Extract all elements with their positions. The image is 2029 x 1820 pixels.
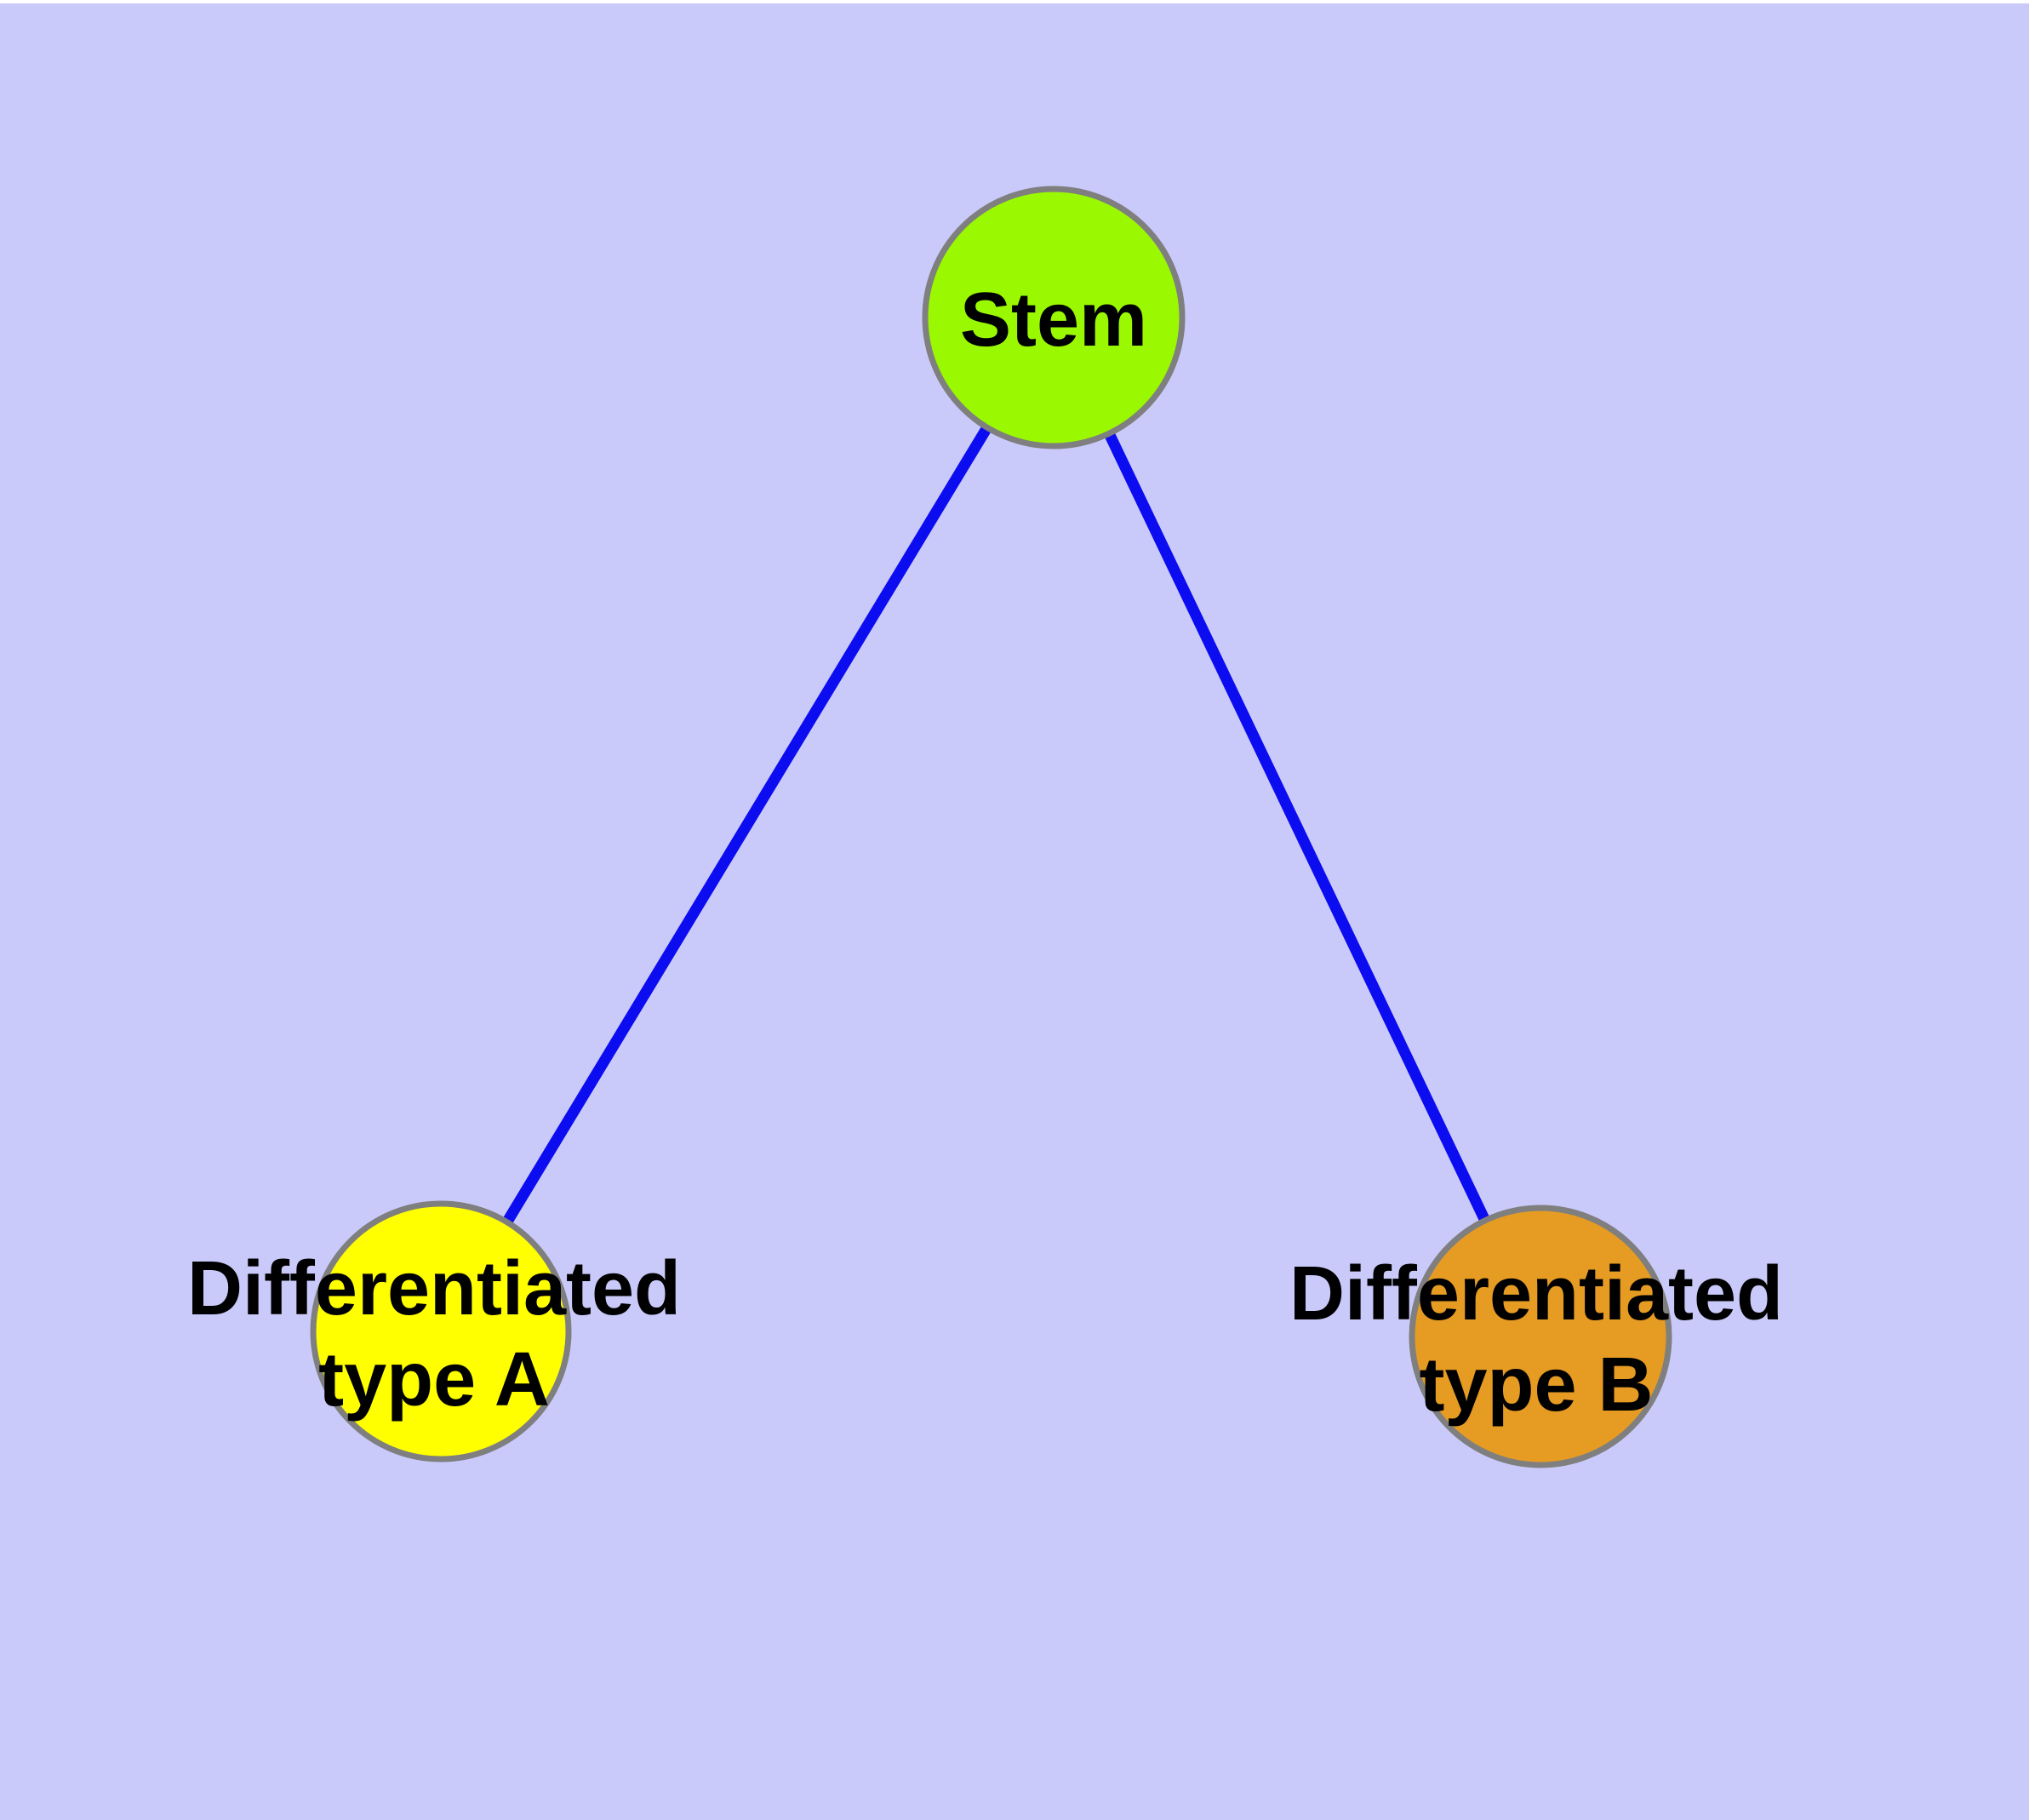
node-stem-label: Stem [960, 278, 1147, 363]
node-type-b-label-line1: Differentiated [1289, 1251, 1783, 1336]
node-type-b-label-line2: type B [1419, 1342, 1653, 1428]
node-differentiated-type-b: Differentiated type B [1289, 1205, 1783, 1468]
node-type-b-circle [1409, 1205, 1672, 1468]
node-differentiated-type-a: Differentiated type A [187, 1200, 681, 1462]
edge-stem-to-type-b [1049, 315, 1546, 1339]
node-stem: Stem [922, 186, 1186, 449]
node-type-a-circle [310, 1200, 572, 1462]
node-type-a-label-line1: Differentiated [187, 1246, 681, 1331]
edge-stem-to-type-a [436, 314, 1059, 1335]
node-stem-circle [922, 186, 1186, 449]
node-type-a-label-line2: type A [318, 1337, 550, 1422]
